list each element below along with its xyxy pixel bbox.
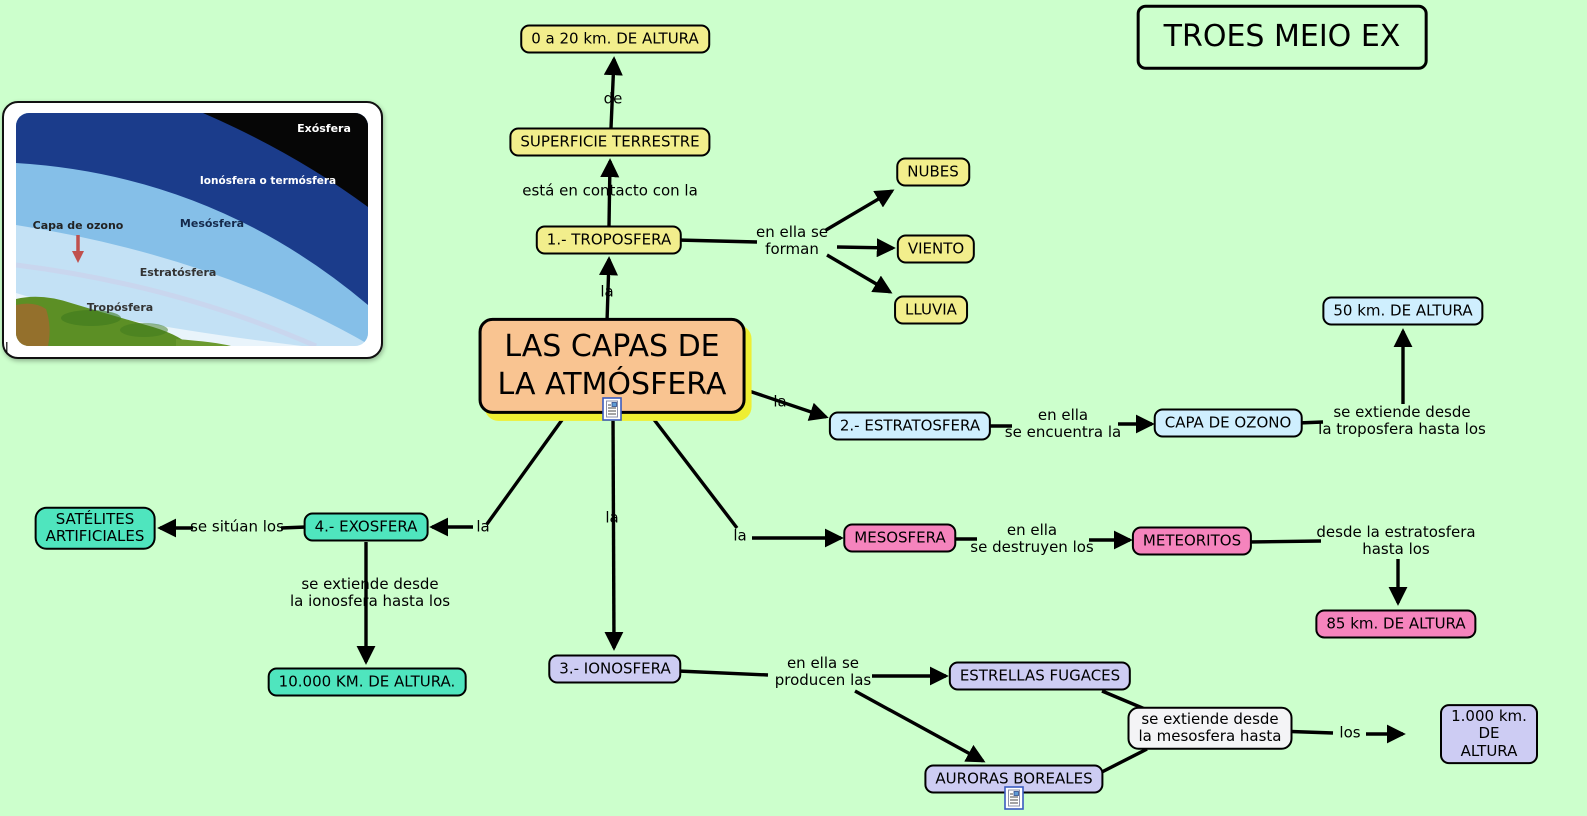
atmosphere-layers-illustration: Exósfera Ionósfera o termósfera Mesósfer…	[16, 113, 368, 346]
inset-label-ionosfera: Ionósfera o termósfera	[200, 175, 336, 187]
node-satelites-artificiales[interactable]: SATÉLITES ARTIFICIALES	[34, 506, 156, 550]
connector	[647, 411, 739, 530]
atmosphere-layers-image: Exósfera Ionósfera o termósfera Mesósfer…	[2, 101, 383, 359]
connector	[748, 389, 829, 421]
node-meteoritos[interactable]: METEORITOS	[1131, 526, 1253, 556]
node-troposfera[interactable]: 1.- TROPOSFERA	[535, 225, 683, 255]
link-label-la-mesosfera[interactable]: la	[733, 526, 747, 545]
link-label-se-extiende-ionosfera[interactable]: se extiende desde la ionosfera hasta los	[289, 575, 451, 610]
connector	[826, 253, 893, 294]
node-estratosfera[interactable]: 2.- ESTRATOSFERA	[828, 411, 992, 441]
link-label-de[interactable]: de	[603, 89, 623, 108]
link-label-la-exosfera[interactable]: la	[476, 517, 490, 536]
connector	[604, 413, 624, 651]
node-10000-km-de-altura[interactable]: 10.000 KM. DE ALTURA.	[267, 667, 467, 697]
inset-label-exosfera: Exósfera	[297, 122, 351, 135]
node-mesosfera[interactable]: MESOSFERA	[843, 523, 957, 553]
node-superficie-terrestre[interactable]: SUPERFICIE TERRESTRE	[509, 127, 711, 157]
connector	[854, 689, 986, 763]
connector	[1247, 539, 1322, 544]
node-ionosfera[interactable]: 3.- IONOSFERA	[548, 654, 682, 684]
connector	[836, 238, 896, 258]
node-auroras-boreales[interactable]: AURORAS BOREALES	[924, 764, 1104, 794]
node-1000-km-de-altura[interactable]: 1.000 km. DE ALTURA	[1440, 704, 1538, 764]
inset-label-mesosfera: Mesósfera	[180, 217, 244, 230]
link-label-se-extiende-troposfera[interactable]: se extiende desde la troposfera hasta lo…	[1318, 403, 1486, 438]
stray-text-mark: l	[5, 341, 9, 356]
connector	[280, 525, 307, 530]
inset-label-estratosfera: Estratósfera	[140, 266, 217, 279]
resource-icon[interactable]	[1004, 786, 1024, 810]
node-85-km-de-altura[interactable]: 85 km. DE ALTURA	[1315, 609, 1477, 639]
ozone-arrow-icon	[72, 251, 84, 263]
node-se-extiende-desde-la-mesosfera[interactable]: se extiende desde la mesosfera hasta	[1127, 706, 1293, 750]
node-capa-de-ozono[interactable]: CAPA DE OZONO	[1153, 408, 1303, 438]
node-50-km-de-altura[interactable]: 50 km. DE ALTURA	[1322, 296, 1484, 326]
node-viento[interactable]: VIENTO	[896, 234, 976, 264]
link-label-esta-en-contacto[interactable]: está en contacto con la	[522, 181, 698, 200]
link-label-se-situan-los[interactable]: se sitúan los	[190, 517, 284, 536]
node-estrellas-fugaces[interactable]: ESTRELLAS FUGACES	[948, 661, 1132, 691]
link-label-la-estratosfera[interactable]: la	[773, 392, 787, 411]
link-label-desde-la-estratosfera[interactable]: desde la estratosfera hasta los	[1316, 523, 1476, 558]
link-label-la-troposfera[interactable]: la	[600, 282, 614, 301]
connector	[676, 238, 758, 244]
link-label-en-ella-se-encuentra[interactable]: en ella se encuentra la	[1004, 406, 1122, 441]
inset-label-capa-ozono: Capa de ozono	[33, 219, 124, 232]
connector	[677, 669, 769, 677]
map-title-node[interactable]: TROES MEIO EX	[1136, 4, 1428, 70]
connector	[598, 256, 619, 323]
connector	[485, 412, 569, 525]
inset-label-troposfera: Tropósfera	[87, 301, 153, 314]
node-nubes[interactable]: NUBES	[896, 157, 970, 187]
node-0-a-20-km-de-altura[interactable]: 0 a 20 km. DE ALTURA	[520, 24, 710, 54]
link-label-en-ella-se-producen[interactable]: en ella se producen las	[774, 654, 872, 689]
connector	[1095, 747, 1148, 777]
link-label-en-ella-se-forman[interactable]: en ella se forman	[755, 223, 829, 258]
node-lluvia[interactable]: LLUVIA	[894, 295, 968, 325]
link-label-la-ionosfera[interactable]: la	[605, 508, 619, 527]
link-label-los[interactable]: los	[1339, 723, 1361, 742]
connector	[600, 158, 620, 227]
connector	[603, 56, 623, 129]
resource-icon[interactable]	[602, 397, 622, 421]
link-label-en-ella-se-destruyen[interactable]: en ella se destruyen los	[970, 521, 1094, 556]
connector	[825, 189, 895, 232]
node-exosfera[interactable]: 4.- EXOSFERA	[303, 512, 429, 542]
